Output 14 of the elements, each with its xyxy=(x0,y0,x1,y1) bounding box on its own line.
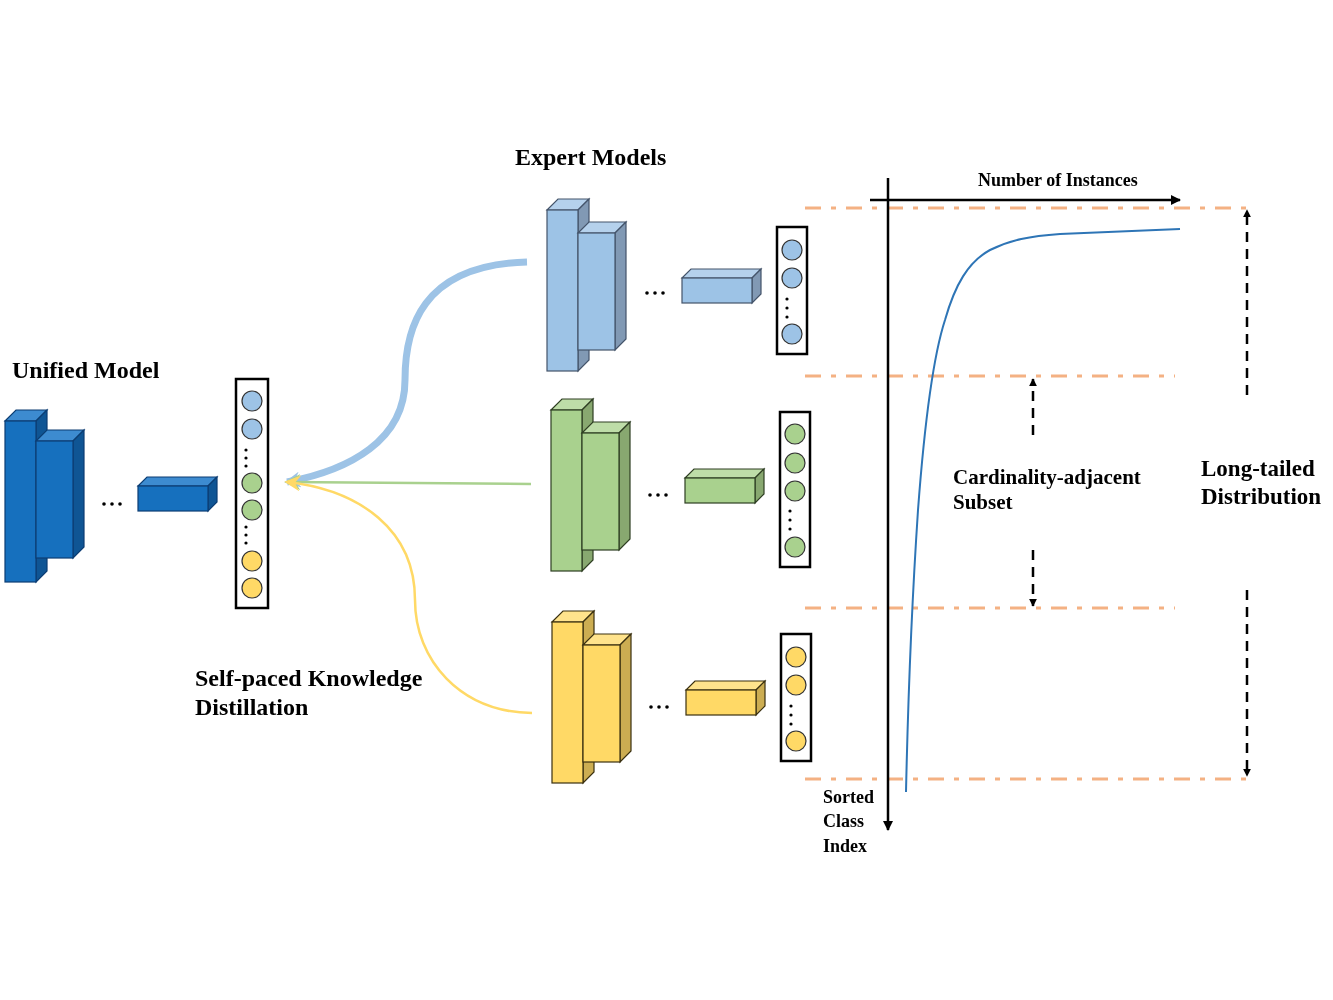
expert-model-block xyxy=(551,399,633,572)
method-label: Self-paced Knowledge Distillation xyxy=(195,664,424,722)
expert-model-block xyxy=(547,199,629,371)
distribution-label: Long-tailed Distribution xyxy=(1201,455,1323,511)
subset-label: Cardinality-adjacent Subset xyxy=(953,465,1142,516)
model-title: Unified Model xyxy=(12,356,161,385)
arrow xyxy=(284,474,531,491)
output-vector xyxy=(235,378,269,609)
model-title: Expert Models xyxy=(515,143,668,172)
arrow xyxy=(284,258,528,487)
expert-model-block xyxy=(552,611,634,783)
axis-label: Sorted Class Index xyxy=(823,786,875,858)
axis-label: Number of Instances xyxy=(978,170,1139,192)
arrow xyxy=(284,476,533,715)
